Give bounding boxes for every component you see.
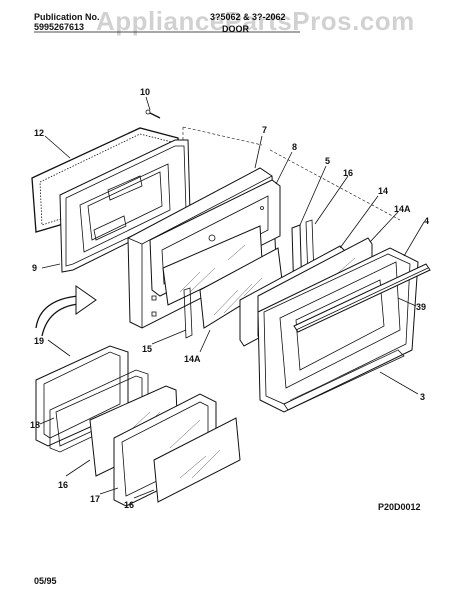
door-handle-part-39	[293, 263, 431, 333]
callout-9: 9	[32, 263, 37, 273]
curved-arrow	[35, 285, 97, 337]
model-text: 3?5062 & 3?-2062	[210, 12, 286, 22]
callout-12: 12	[34, 128, 44, 138]
callout-10: 10	[140, 87, 150, 97]
callout-3: 3	[420, 392, 425, 402]
callout-39: 39	[416, 302, 426, 312]
leader-lines	[39, 96, 425, 499]
callout-5: 5	[325, 156, 330, 166]
glass-part-16-bottom	[153, 417, 241, 503]
publication-label: Publication No.	[34, 12, 100, 22]
callout-16-bottom: 16	[124, 500, 134, 510]
callout-16-upper: 16	[343, 168, 353, 178]
callout-15: 15	[142, 344, 152, 354]
callout-17: 17	[90, 494, 100, 504]
callout-18: 18	[30, 420, 40, 430]
watermark: AppliancePartsPros.com	[96, 6, 415, 36]
section-title: DOOR	[222, 24, 249, 34]
callout-14a-lower: 14A	[184, 354, 201, 364]
kick-plate-part-3	[283, 349, 405, 411]
callout-19: 19	[34, 336, 44, 346]
callout-14: 14	[378, 186, 388, 196]
date-code: 05/95	[34, 576, 57, 586]
diagram-code: P20D0012	[378, 502, 421, 512]
callout-7: 7	[262, 125, 267, 135]
screw-part-10	[145, 109, 161, 119]
publication-number: 5995267613	[34, 22, 85, 32]
callout-8: 8	[292, 142, 297, 152]
callout-14a-upper: 14A	[394, 204, 411, 214]
callout-16-middle: 16	[58, 480, 68, 490]
callout-4: 4	[424, 216, 429, 226]
